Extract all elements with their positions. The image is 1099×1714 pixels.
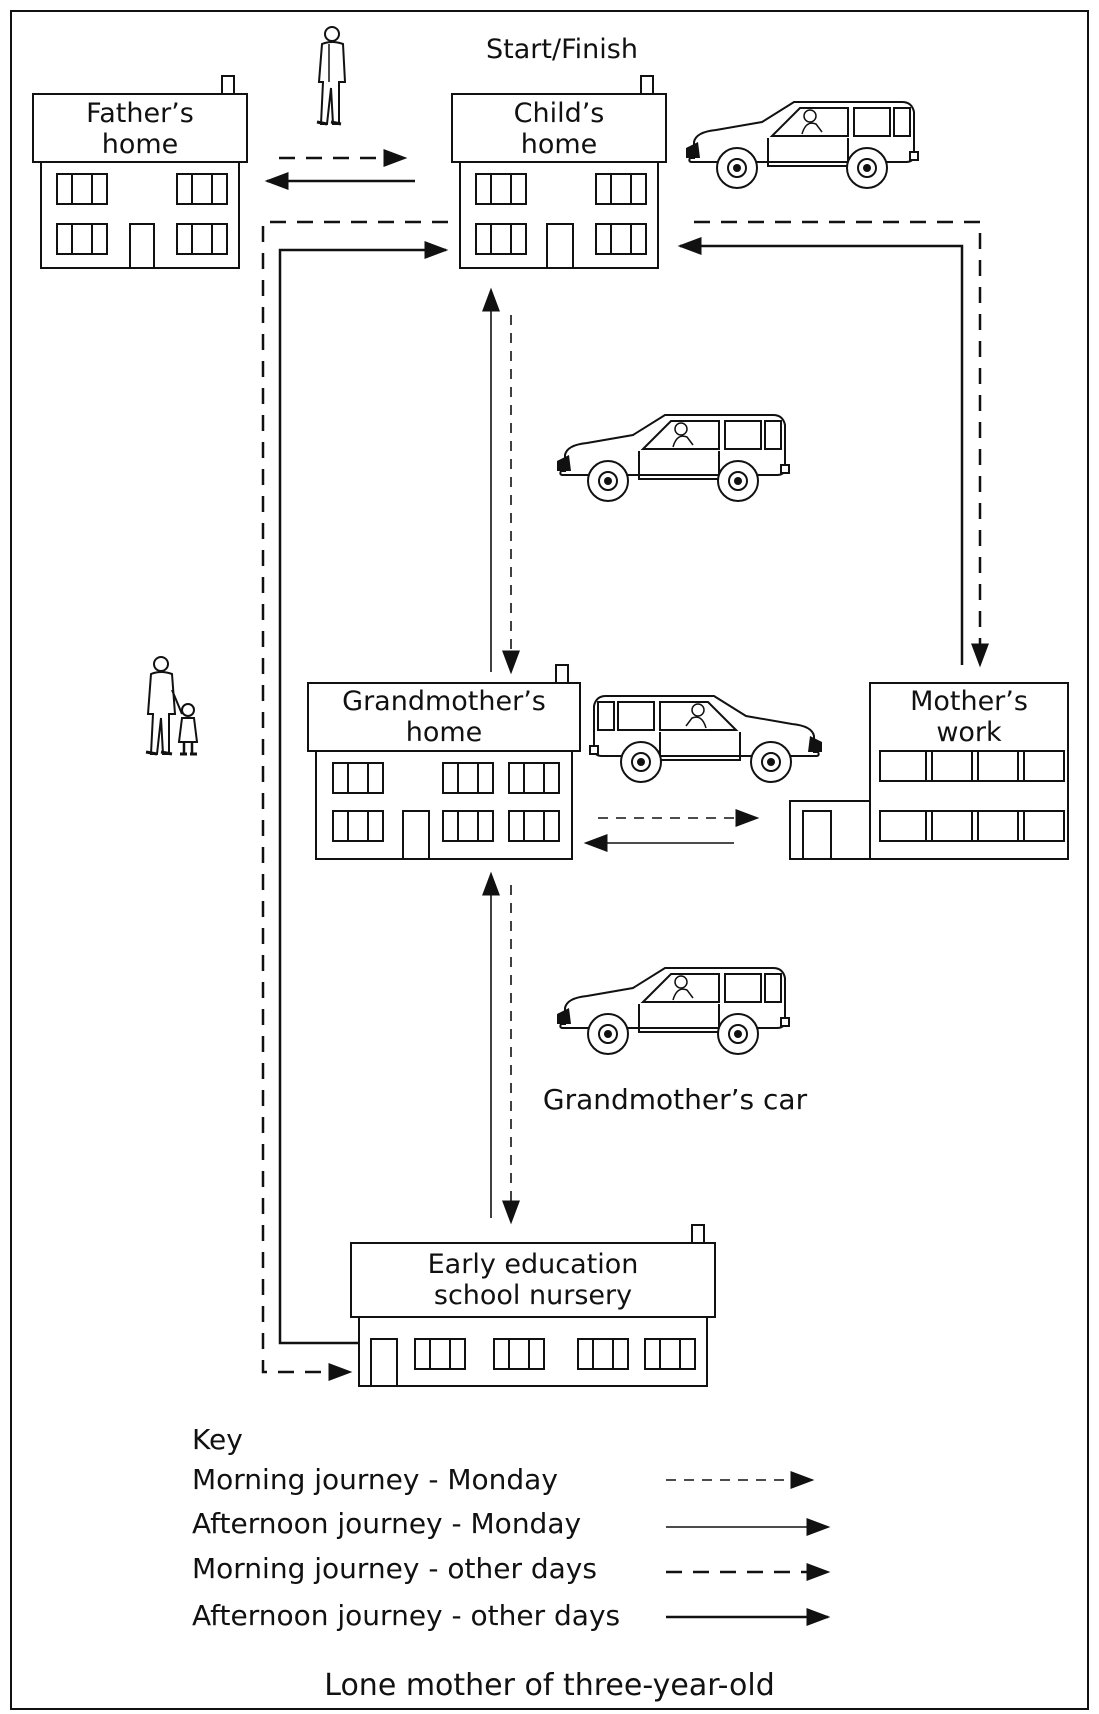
mothers-work-label-line1: Mother’s	[910, 686, 1028, 717]
grandmothers-home-label: Grandmother’s home	[308, 686, 580, 748]
car-near-childs-home	[685, 101, 919, 189]
childs-home-label: Child’s home	[452, 98, 666, 160]
arrow-child-to-nursery-morning	[261, 220, 448, 1381]
arrow-nursery-to-child-afternoon	[278, 241, 449, 1345]
childs-home-building	[451, 75, 667, 269]
car-near-mothers-work	[589, 695, 823, 783]
key-item-afternoon-monday: Afternoon journey - Monday	[192, 1507, 582, 1540]
grandmothers-home-label-line2: home	[405, 717, 483, 748]
nursery-label-line2: school nursery	[433, 1280, 633, 1311]
mothers-work-building	[789, 682, 1069, 860]
walking-man-figure	[315, 25, 347, 126]
nursery-label: Early education school nursery	[351, 1249, 715, 1311]
fathers-home-label: Father’s home	[33, 98, 247, 160]
diagram-frame	[10, 10, 1089, 1710]
nursery-building	[350, 1224, 716, 1387]
childs-home-label-line2: home	[520, 129, 598, 160]
grandmothers-home-label-line1: Grandmother’s	[342, 686, 546, 717]
arrow-work-to-child-afternoon	[677, 237, 964, 665]
fathers-home-label-line2: home	[101, 129, 179, 160]
fathers-home-label-line1: Father’s	[86, 98, 194, 129]
mothers-work-label: Mother’s work	[870, 686, 1068, 748]
childs-home-label-line1: Child’s	[513, 98, 605, 129]
key-item-morning-monday: Morning journey - Monday	[192, 1463, 558, 1496]
grandmothers-car	[556, 967, 790, 1055]
key-item-morning-other: Morning journey - other days	[192, 1552, 597, 1585]
nursery-label-line1: Early education	[427, 1249, 639, 1280]
start-finish-label: Start/Finish	[486, 34, 638, 65]
car-between-child-grandmother	[556, 414, 790, 502]
arrow-child-to-work-morning	[694, 220, 989, 668]
mothers-work-label-line2: work	[936, 717, 1002, 748]
key-title: Key	[192, 1423, 243, 1456]
key-lines	[666, 1471, 831, 1626]
grandmothers-home-building	[307, 664, 581, 860]
adult-with-child-figure	[144, 655, 199, 756]
figure-caption: Lone mother of three-year-old	[324, 1668, 775, 1703]
fathers-home-building	[32, 75, 248, 269]
grandmothers-car-label: Grandmother’s car	[542, 1083, 808, 1116]
key-item-afternoon-other: Afternoon journey - other days	[192, 1599, 621, 1632]
